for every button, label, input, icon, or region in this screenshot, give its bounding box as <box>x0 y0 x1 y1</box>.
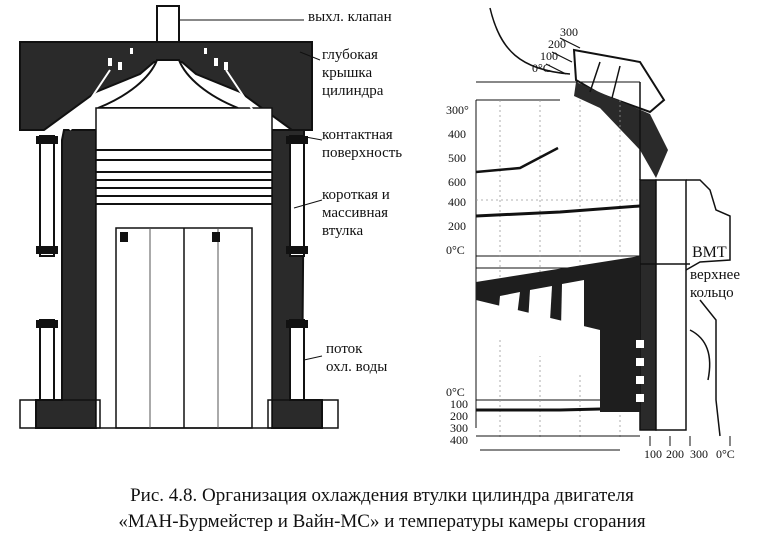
middle-scale-400: 400 <box>448 195 466 209</box>
figure-caption-line-2: «МАН-Бурмейстер и Вайн-МС» и температуры… <box>118 511 646 532</box>
label-exhaust-valve: выхл. клапан <box>308 9 392 25</box>
bottom-scale-300: 300 <box>690 447 708 461</box>
middle-scale-0: 0°C <box>446 243 465 257</box>
figure-caption-line-1: Рис. 4.8. Организация охлаждения втулки … <box>130 485 634 506</box>
lower-scale-100: 100 <box>450 397 468 411</box>
arc-scale-100: 100 <box>540 49 558 63</box>
middle-scale-200: 200 <box>448 219 466 233</box>
label-cooling-water: поток охл. воды <box>326 341 388 375</box>
label-bmt: BMT <box>692 244 727 261</box>
arc-scale-0: 0°C <box>532 61 551 75</box>
upper-scale-600: 600 <box>448 175 466 189</box>
temp-curve-middle <box>475 204 641 218</box>
lower-scale-0: 0°C <box>446 385 465 399</box>
bottom-scale-0: 0°C <box>716 447 735 461</box>
lower-scale-400: 400 <box>450 433 468 447</box>
cover-contour <box>489 7 571 75</box>
label-top-ring: верхнее кольцо <box>690 267 740 301</box>
lower-scale-300: 300 <box>450 421 468 435</box>
temperature-diagram <box>475 7 731 451</box>
bottom-scale-100: 100 <box>644 447 662 461</box>
bottom-scale-200: 200 <box>666 447 684 461</box>
cylinder-cover <box>19 41 313 131</box>
liner-wall-section <box>639 179 657 431</box>
upper-scale-500: 500 <box>448 151 466 165</box>
label-liner: короткая и массивная втулка <box>322 187 390 239</box>
temp-curve-upper <box>475 146 559 174</box>
upper-scale-400: 400 <box>448 127 466 141</box>
label-contact-surface: контактная поверхность <box>322 127 403 161</box>
label-cylinder-cover: глубокая крышка цилиндра <box>322 47 384 99</box>
arc-scale-300: 300 <box>560 25 578 39</box>
lower-scale-200: 200 <box>450 409 468 423</box>
cylinder-cross-section <box>19 5 339 429</box>
arc-scale-200: 200 <box>548 37 566 51</box>
upper-scale-300: 300° <box>446 103 469 117</box>
